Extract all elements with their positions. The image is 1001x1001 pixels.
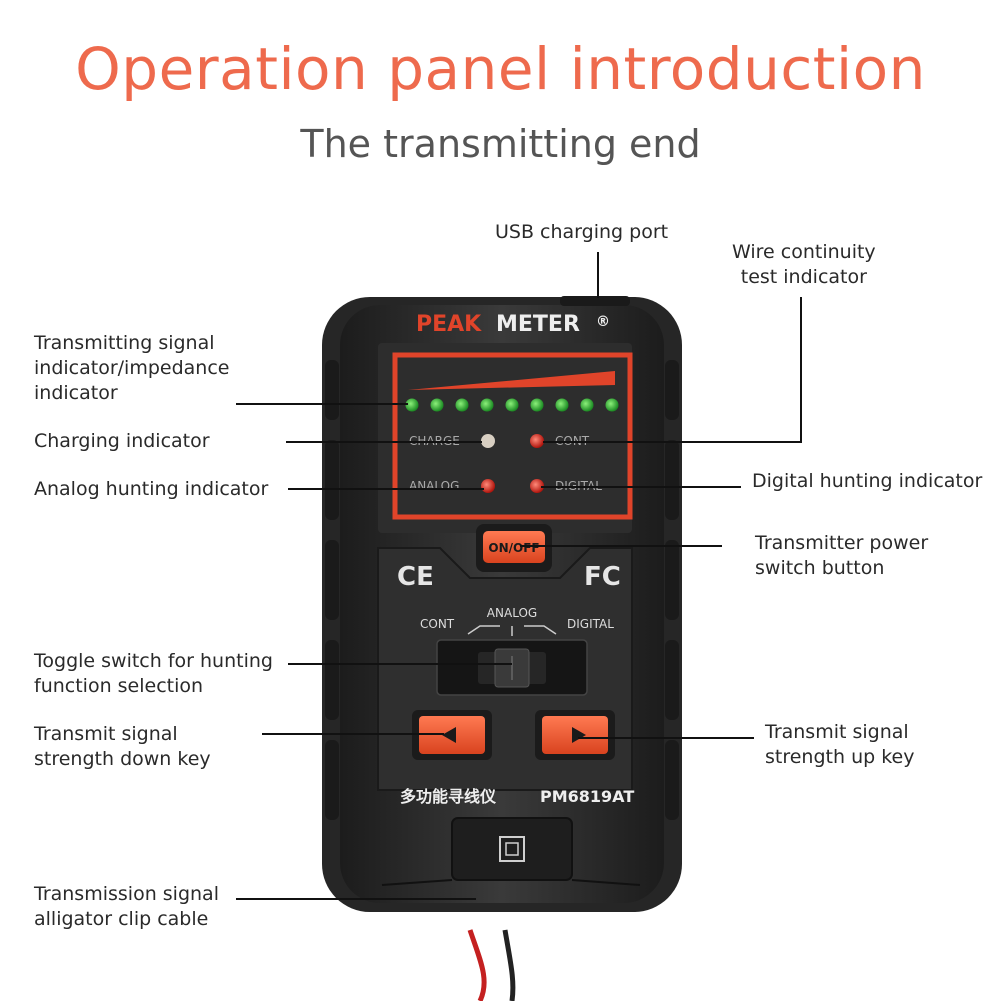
callout-text: function selection [34, 675, 204, 697]
callout-text: Transmit signal [765, 721, 909, 743]
leader-usb-port [597, 252, 599, 298]
fc-mark: FC [584, 562, 621, 592]
digital-led [530, 479, 544, 493]
leader-continuity-horizontal [543, 441, 802, 443]
brand-peak: PEAK [416, 312, 482, 337]
callout-text: switch button [755, 557, 885, 579]
callout-clip-cable: Transmission signal alligator clip cable [34, 882, 219, 932]
callout-text: indicator/impedance [34, 357, 230, 379]
callout-text: Transmit signal [34, 723, 178, 745]
cont-led [530, 434, 544, 448]
callout-text: Charging indicator [34, 430, 210, 452]
charging-led [481, 434, 495, 448]
callout-usb-port: USB charging port [495, 220, 668, 245]
callout-text: strength up key [765, 746, 915, 768]
callout-text: Transmitting signal [34, 332, 215, 354]
callout-text: alligator clip cable [34, 908, 209, 930]
analog-led [481, 479, 495, 493]
leader-analog [288, 488, 484, 490]
callout-digital-hunting: Digital hunting indicator [752, 469, 982, 494]
callout-text: Analog hunting indicator [34, 478, 269, 500]
callout-text: indicator [34, 382, 118, 404]
callout-text: Transmission signal [34, 883, 219, 905]
callout-text: Transmitter power [755, 532, 929, 554]
power-button-label: ON/OFF [488, 541, 539, 555]
brand-meter: METER [496, 312, 580, 337]
leader-strength-down [262, 733, 444, 735]
leader-strength-up [578, 737, 754, 739]
analog-label: ANALOG [409, 479, 459, 493]
indicator-panel [378, 343, 632, 533]
power-button[interactable] [483, 531, 545, 563]
leader-toggle-switch [288, 663, 512, 665]
switch-digital-label: DIGITAL [567, 617, 614, 631]
leader-continuity-vertical [800, 297, 802, 443]
callout-charging: Charging indicator [34, 429, 210, 454]
callout-toggle-switch: Toggle switch for hunting function selec… [34, 649, 273, 699]
callout-text: Toggle switch for hunting [34, 650, 273, 672]
callout-power-switch: Transmitter power switch button [755, 531, 928, 581]
right-arrow-icon [572, 727, 586, 743]
leader-charging [286, 441, 482, 443]
callout-strength-down: Transmit signal strength down key [34, 722, 211, 772]
usb-port [560, 296, 630, 306]
switch-cont-label: CONT [420, 617, 455, 631]
page-subtitle: The transmitting end [300, 122, 701, 166]
callout-strength-up: Transmit signal strength up key [765, 720, 914, 770]
model-number: PM6819AT [540, 787, 634, 806]
callout-analog-hunting: Analog hunting indicator [34, 477, 268, 502]
callout-text: test indicator [740, 266, 867, 288]
callout-text: Wire continuity [732, 241, 876, 263]
ce-mark: CE [397, 562, 434, 592]
brand-reg: ® [596, 314, 610, 330]
alligator-clip-cable [467, 929, 516, 1001]
left-arrow-icon [442, 727, 456, 743]
leader-transmitting-signal [236, 403, 408, 405]
callout-text: USB charging port [495, 221, 669, 243]
leader-power-switch [520, 545, 722, 547]
callout-transmitting-signal: Transmitting signal indicator/impedance … [34, 331, 229, 406]
leader-clip-cable [236, 898, 476, 900]
clip-socket-icon [499, 836, 525, 862]
switch-analog-label: ANALOG [487, 606, 537, 620]
callout-text: Digital hunting indicator [752, 470, 983, 492]
callout-text: strength down key [34, 748, 211, 770]
transmitting-signal-leds [405, 398, 619, 412]
page-title: Operation panel introduction [75, 35, 926, 103]
callout-wire-continuity: Wire continuity test indicator [732, 240, 876, 290]
leader-digital [541, 486, 741, 488]
chinese-product-name: 多功能寻线仪 [400, 787, 497, 806]
signal-strength-wedge [408, 371, 615, 390]
